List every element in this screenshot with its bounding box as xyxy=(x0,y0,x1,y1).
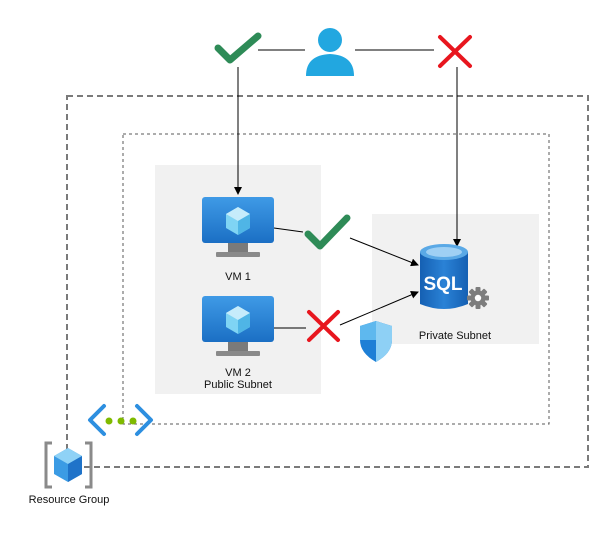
sql-database-icon: SQL xyxy=(420,244,468,309)
private-subnet-label: Private Subnet xyxy=(418,330,492,342)
virtual-network-icon xyxy=(88,404,153,436)
vm1-label: VM 1 xyxy=(225,271,251,283)
security-shield-icon xyxy=(360,321,392,362)
vm2-label: VM 2 xyxy=(225,367,251,379)
resource-group-boundary xyxy=(66,95,589,468)
arrow-vm2-to-sql xyxy=(339,291,419,326)
resource-group-label: Resource Group xyxy=(28,494,110,506)
vm1-line xyxy=(273,227,304,233)
check-icon xyxy=(214,32,262,64)
virtual-network-boundary xyxy=(122,133,550,425)
check-icon xyxy=(304,214,351,250)
resource-group-icon xyxy=(44,441,93,489)
virtual-machine-icon xyxy=(202,296,274,356)
sql-label: SQL xyxy=(423,274,462,295)
gear-icon xyxy=(467,287,489,309)
arrow-vm1-to-sql xyxy=(349,237,419,267)
public-subnet-label: Public Subnet xyxy=(204,379,272,391)
cross-icon xyxy=(438,35,472,68)
virtual-machine-icon xyxy=(202,197,274,257)
user-icon xyxy=(306,28,354,76)
cross-icon xyxy=(307,310,340,342)
